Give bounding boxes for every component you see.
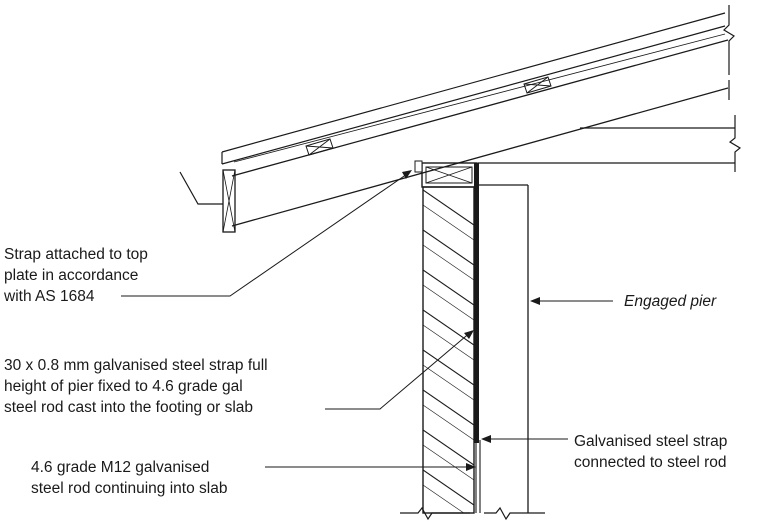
strap-cleat bbox=[414, 160, 423, 173]
roof-sheeting bbox=[221, 12, 726, 165]
ceiling-joist bbox=[478, 127, 735, 164]
label-pier-strap: 30 x 0.8 mm galvanised steel strap full … bbox=[4, 357, 268, 416]
arrowheads bbox=[402, 170, 540, 471]
engaged-pier-wall bbox=[479, 184, 529, 513]
label-engaged-pier: Engaged pier bbox=[624, 293, 717, 310]
break-lines bbox=[723, 5, 742, 172]
leader-lines bbox=[121, 171, 613, 468]
arrow-pier-strap bbox=[464, 330, 474, 339]
label-strap-top-plate: Strap attached to top plate in accordanc… bbox=[4, 246, 148, 305]
arrow-engaged-pier bbox=[530, 297, 540, 305]
top-plate bbox=[421, 162, 478, 188]
roof-batten-upper bbox=[523, 76, 552, 94]
fascia bbox=[222, 169, 236, 233]
rafter bbox=[231, 39, 729, 227]
bottom-break-lines bbox=[400, 506, 545, 521]
arrow-steel-rod bbox=[466, 463, 476, 471]
leader-strap-top-plate bbox=[121, 171, 411, 297]
gutter-bracket bbox=[179, 171, 223, 205]
arrow-strap-to-rod bbox=[481, 435, 491, 443]
steel-rod bbox=[475, 440, 481, 513]
arrow-strap-top-plate bbox=[402, 170, 412, 179]
label-steel-rod: 4.6 grade M12 galvanised steel rod conti… bbox=[31, 459, 228, 497]
label-strap-to-rod: Galvanised steel strap connected to stee… bbox=[574, 433, 728, 471]
galvanised-steel-strap bbox=[474, 163, 479, 443]
leader-pier-strap bbox=[325, 330, 473, 410]
